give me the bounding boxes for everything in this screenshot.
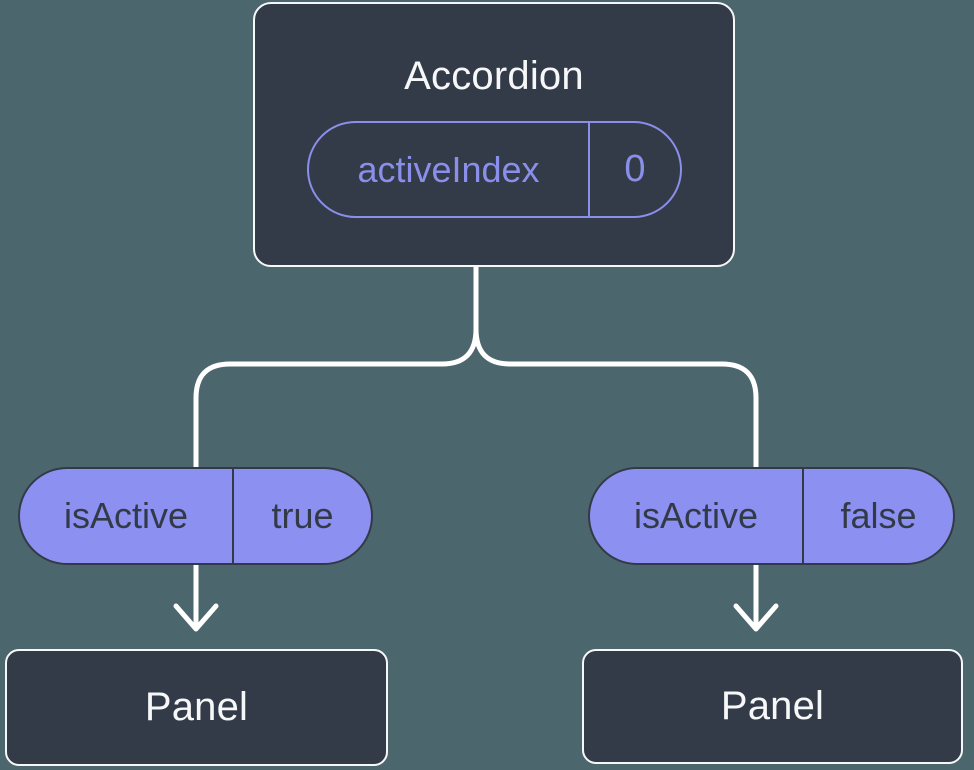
panel-node-right-label: Panel	[720, 684, 825, 728]
is-active-pill-true: isActive true	[18, 467, 373, 565]
active-index-pill-name: activeIndex	[309, 123, 590, 216]
is-active-pill-false: isActive false	[588, 467, 955, 565]
is-active-pill-true-value: true	[271, 495, 334, 536]
is-active-pill-false-name: isActive	[590, 469, 804, 563]
accordion-node-title: Accordion	[404, 54, 584, 98]
panel-node-right: Panel	[582, 649, 963, 764]
panel-node-left-label: Panel	[144, 685, 249, 729]
is-active-pill-true-name: isActive	[20, 469, 234, 563]
active-index-pill: activeIndex 0	[307, 121, 682, 218]
connector-branch-right	[473, 326, 759, 471]
is-active-pill-false-value: false	[840, 495, 917, 536]
active-index-pill-value: 0	[624, 148, 646, 190]
down-arrow-right-icon	[733, 561, 779, 632]
down-arrow-left-icon	[173, 561, 219, 632]
panel-node-left: Panel	[5, 649, 388, 766]
connector-branch-left	[193, 326, 479, 471]
accordion-node: Accordion activeIndex 0	[253, 2, 735, 267]
